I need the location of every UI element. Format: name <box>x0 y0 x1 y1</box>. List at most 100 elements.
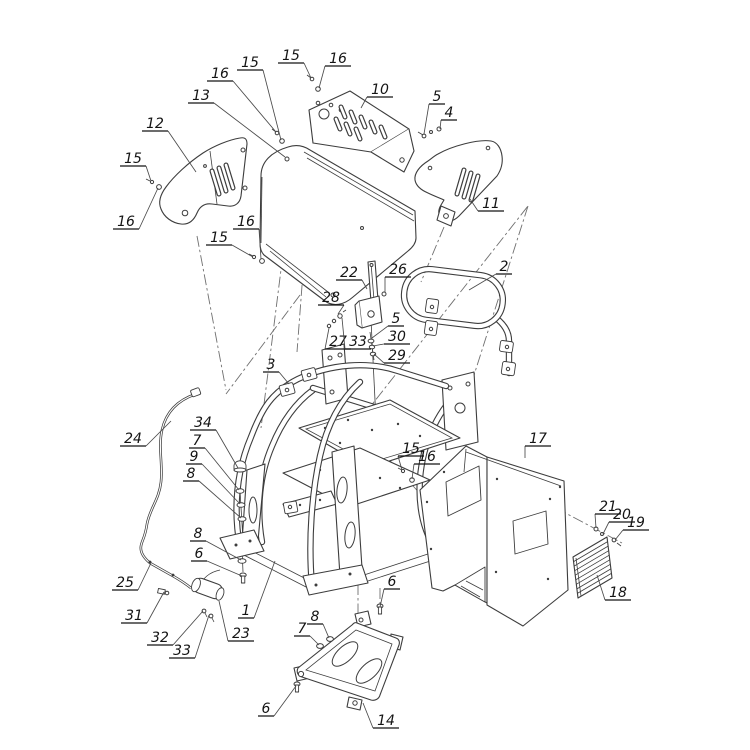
part-11-right-side-panel <box>414 140 503 227</box>
leader-line <box>145 420 172 447</box>
washer-33 <box>331 318 337 324</box>
part-2-handle-bar <box>400 265 516 377</box>
screw-15 <box>400 468 406 474</box>
callout-number: 19 <box>627 515 645 531</box>
leader-line <box>411 463 415 480</box>
washer-27 <box>326 323 332 329</box>
callout-16: 16 <box>233 214 262 260</box>
washer-8 <box>237 516 247 522</box>
callout-12: 12 <box>142 116 197 173</box>
callout-18: 18 <box>596 574 631 601</box>
callout-number: 34 <box>194 415 212 431</box>
callout-11: 11 <box>469 196 504 212</box>
callout-16: 16 <box>411 449 440 480</box>
callout-number: 16 <box>211 66 229 82</box>
bolt-31 <box>157 587 166 595</box>
callout-number: 11 <box>482 196 500 212</box>
callout-number: 7 <box>298 621 307 637</box>
callout-number: 9 <box>190 449 199 465</box>
frame-foot <box>302 564 369 596</box>
callout-number: 6 <box>262 701 271 717</box>
leader-line <box>594 513 597 529</box>
housing-window <box>512 510 549 555</box>
callout-number: 16 <box>237 214 255 230</box>
callout-number: 5 <box>392 311 401 327</box>
washer-8 <box>326 636 334 642</box>
leader-line <box>215 429 239 469</box>
leader-line <box>198 480 242 519</box>
callout-number: 27 <box>329 334 347 350</box>
washer-16 <box>315 86 321 92</box>
callout-33: 33 <box>169 614 210 659</box>
callout-number: 1 <box>242 603 251 619</box>
callout-25: 25 <box>112 562 152 591</box>
callout-2: 2 <box>468 259 512 291</box>
callout-33: 33 <box>341 317 371 350</box>
bolt-32 <box>201 608 207 614</box>
washer-16 <box>259 258 265 264</box>
leader-line <box>341 317 346 350</box>
part-17-rear-housing <box>419 445 569 627</box>
callout-number: 6 <box>388 574 397 590</box>
callout-27: 27 <box>324 327 351 350</box>
callout-number: 16 <box>418 449 436 465</box>
callout-number: 24 <box>124 431 142 447</box>
callout-number: 31 <box>125 608 143 624</box>
leader-line <box>318 65 326 89</box>
leader-line <box>602 521 610 535</box>
callout-number: 15 <box>402 441 420 457</box>
callout-32: 32 <box>147 610 204 646</box>
part-23-roller <box>191 569 225 601</box>
leader-line <box>138 187 159 230</box>
panel-slots <box>209 162 236 197</box>
leader-line <box>372 343 385 347</box>
callout-6: 6 <box>191 546 243 577</box>
panel-slots <box>454 167 481 203</box>
leader-line <box>167 130 197 173</box>
callout-number: 22 <box>340 265 358 281</box>
leader-line <box>439 119 442 130</box>
callout-28: 28 <box>318 290 345 315</box>
callout-9: 9 <box>186 449 241 505</box>
screw-15 <box>149 179 155 185</box>
callout-number: 4 <box>445 105 454 121</box>
callout-number: 8 <box>187 466 196 482</box>
callout-6: 6 <box>258 685 297 717</box>
callout-number: 2 <box>500 259 509 275</box>
callout-number: 33 <box>173 643 191 659</box>
leader-line <box>423 103 430 135</box>
bolt-6-shank <box>377 606 383 615</box>
callout-number: 7 <box>193 433 202 449</box>
screw-15 <box>309 76 315 82</box>
leader-line <box>205 540 242 561</box>
callout-number: 8 <box>194 526 203 542</box>
washer-7 <box>316 643 324 649</box>
callout-10: 10 <box>360 82 393 109</box>
leader-line <box>469 198 479 212</box>
callout-23: 23 <box>218 600 254 642</box>
callout-16: 16 <box>207 66 277 133</box>
part-1-main-frame <box>219 343 479 596</box>
leader-line <box>258 228 262 260</box>
callout-number: 5 <box>433 89 442 105</box>
callout-15: 15 <box>206 230 254 258</box>
callout-number: 26 <box>389 262 407 278</box>
callout-8: 8 <box>190 526 242 561</box>
callout-number: 8 <box>311 609 320 625</box>
leader-line <box>614 529 624 541</box>
leader-line <box>337 304 345 315</box>
leader-line <box>201 463 241 505</box>
callout-5: 5 <box>371 311 404 339</box>
callout-number: 33 <box>349 334 367 350</box>
callout-number: 16 <box>329 51 347 67</box>
callout-number: 20 <box>613 507 631 523</box>
washer-9 <box>236 502 246 508</box>
callout-number: 13 <box>192 88 210 104</box>
callout-4: 4 <box>439 105 457 130</box>
part-12-left-side-panel <box>159 137 248 225</box>
callout-number: 15 <box>124 151 142 167</box>
housing-window <box>445 465 482 517</box>
callout-number: 15 <box>210 230 228 246</box>
